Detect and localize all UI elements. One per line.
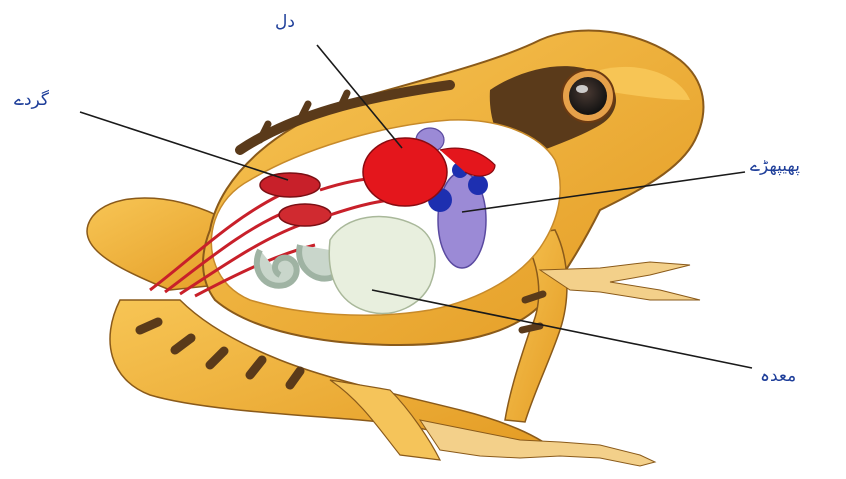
eye (562, 70, 614, 122)
stomach-label: معدہ (760, 368, 796, 385)
kidneys-leader-line (80, 112, 288, 180)
heart-label: دل (275, 14, 295, 31)
front-leg (505, 230, 700, 422)
lungs-label: پھیپھڑے (750, 158, 800, 175)
kidneys-label: گردے (14, 92, 49, 109)
